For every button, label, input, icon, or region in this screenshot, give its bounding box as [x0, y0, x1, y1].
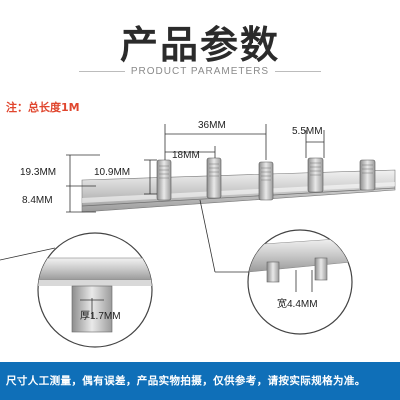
- length-note: 注：总长度1M: [6, 101, 80, 114]
- width-label: 宽4.4MM: [277, 299, 318, 310]
- disclaimer-banner: 尺寸人工测量，偶有误差，产品实物拍摄，仅供参考，请按实际规格为准。: [0, 362, 400, 400]
- page-title: 产品参数: [119, 23, 280, 67]
- tooth-width-label: 5.5MM: [292, 126, 323, 137]
- body-height-label: 8.4MM: [22, 195, 53, 206]
- subtitle-divider-left: [78, 70, 125, 72]
- subtitle-text: PRODUCT PARAMETERS: [130, 66, 270, 77]
- dimension-lines: [0, 124, 325, 273]
- thickness-label: 厚1.7MM: [80, 311, 121, 322]
- total-height-label: 19.3MM: [20, 167, 57, 178]
- tooth-height-label: 10.9MM: [94, 167, 131, 178]
- tooth-1: [156, 159, 172, 201]
- busbar-teeth: [156, 157, 376, 201]
- spacing-label: 18MM: [172, 150, 200, 161]
- tooth-2: [206, 157, 222, 199]
- tooth-3: [258, 161, 274, 201]
- page-subtitle: PRODUCT PARAMETERS: [0, 66, 400, 77]
- detail-circle-thickness: [37, 232, 153, 348]
- pitch-label: 36MM: [198, 120, 226, 131]
- subtitle-divider-right: [275, 70, 322, 72]
- detail-circle-width: [247, 229, 353, 335]
- tooth-4: [307, 157, 324, 193]
- tooth-5: [359, 159, 376, 191]
